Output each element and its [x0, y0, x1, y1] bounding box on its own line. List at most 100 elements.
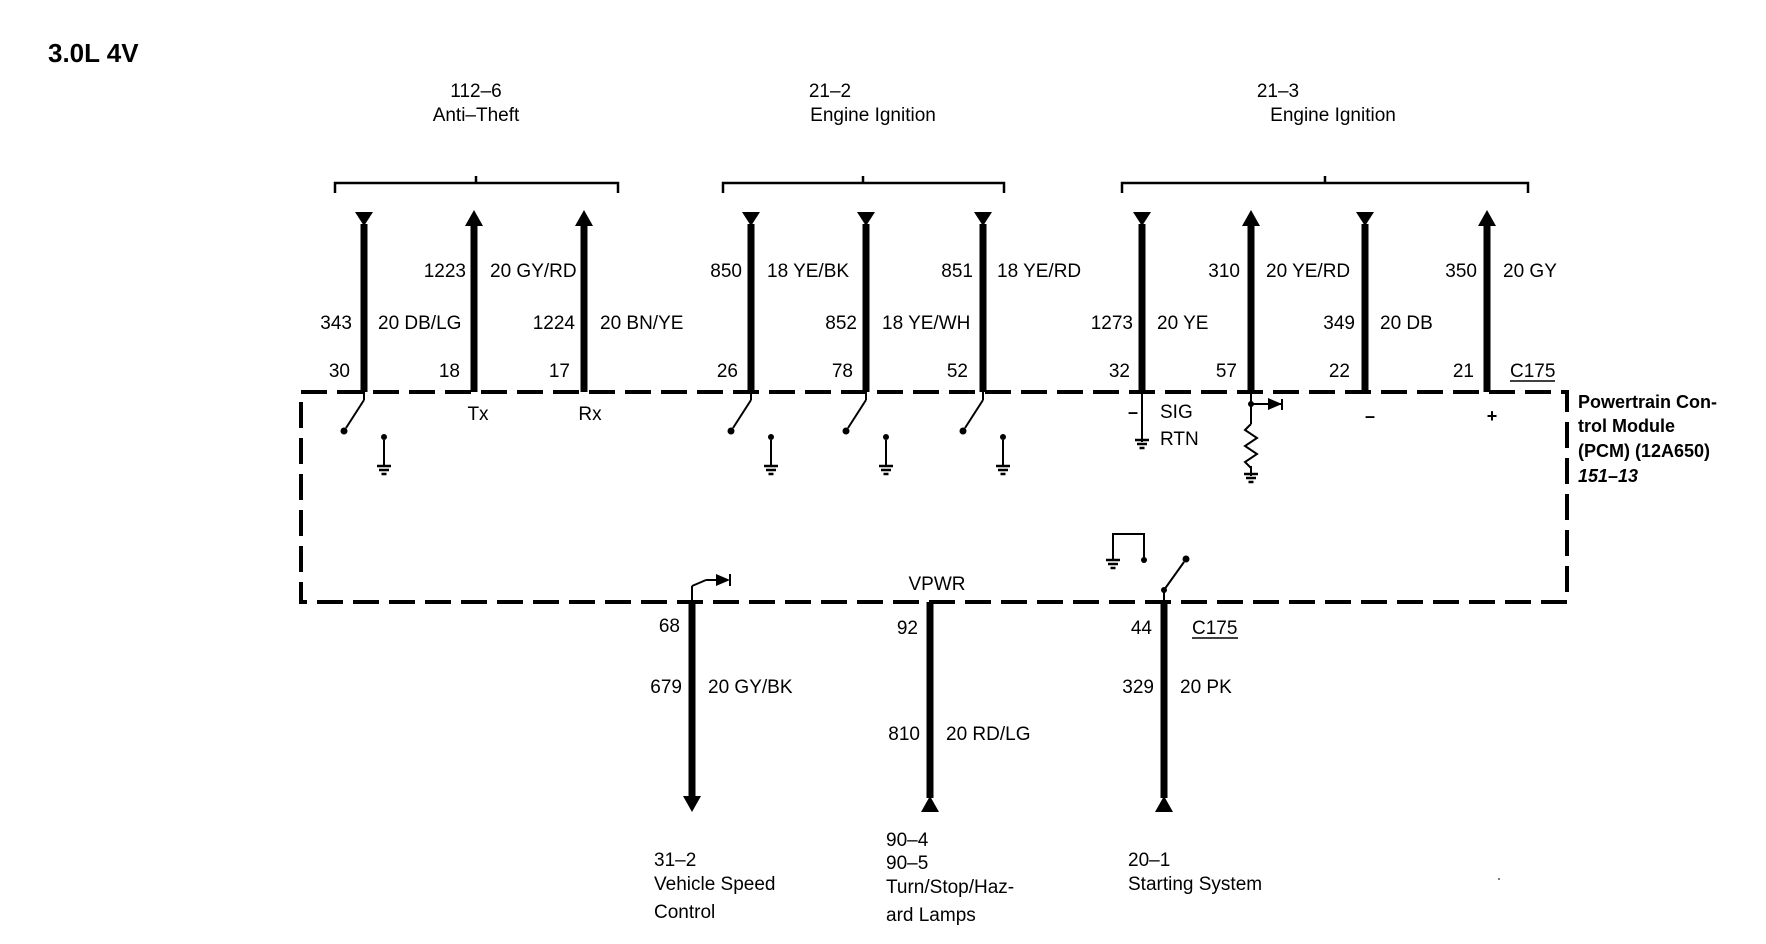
wire-850: 850 18 YE/BK 26	[710, 212, 849, 392]
dest-ref: 20–1	[1128, 850, 1170, 871]
circuit-number: 1224	[533, 313, 576, 334]
dest-name-line2: Control	[654, 902, 715, 923]
module-name-line1: Powertrain Con-	[1578, 392, 1717, 412]
arrow-out	[465, 210, 483, 226]
group-engine-ignition-2: 21–3 Engine Ignition	[1120, 81, 1530, 193]
wire-color: 20 YE	[1157, 313, 1208, 334]
module-name-line2: trol Module	[1578, 416, 1675, 436]
circuit-number: 350	[1445, 261, 1477, 282]
group-name: Anti–Theft	[433, 105, 520, 126]
pin-number: 57	[1216, 361, 1237, 382]
wire-350: 350 20 GY 21 +	[1445, 210, 1557, 426]
circuit-number: 679	[650, 677, 682, 698]
wire-color: 20 DB	[1380, 313, 1433, 334]
pin-number: 32	[1109, 361, 1130, 382]
circuit-number: 329	[1122, 677, 1154, 698]
switch-852	[842, 392, 895, 476]
wire-color: 18 YE/BK	[767, 261, 849, 282]
circuit-number: 1223	[424, 261, 466, 282]
switch-starting	[1104, 533, 1190, 602]
wire-679: 68 679 20 GY/BK 31–2 Vehicle Speed Contr…	[650, 602, 793, 923]
pin-number: 92	[897, 618, 918, 639]
group-ref: 21–2	[809, 81, 851, 102]
port-plus: +	[1487, 406, 1498, 426]
wire-color: 20 RD/LG	[946, 724, 1030, 745]
wire-852: 852 18 YE/WH 78	[825, 212, 970, 392]
dest-name-line2: ard Lamps	[886, 905, 976, 926]
module-name-line3: (PCM) (12A650)	[1578, 441, 1710, 461]
rtn-label: RTN	[1160, 429, 1199, 450]
pin-number: 22	[1329, 361, 1350, 382]
wire-343: 343 20 DB/LG 30	[320, 212, 461, 392]
engine-label: 3.0L 4V	[48, 38, 139, 68]
dest-name-line1: Vehicle Speed	[654, 874, 776, 895]
circuit-number: 343	[320, 313, 352, 334]
group-name: Engine Ignition	[810, 105, 936, 126]
wire-color: 20 BN/YE	[600, 313, 683, 334]
module-ref: 151–13	[1578, 466, 1638, 486]
vpwr-label: VPWR	[909, 574, 966, 595]
module-label: Powertrain Con- trol Module (PCM) (12A65…	[1578, 392, 1717, 486]
ground-icon	[375, 456, 393, 476]
wire-1273: 1273 20 YE 32	[1091, 212, 1208, 392]
ground-icon	[1104, 550, 1122, 570]
arrow-in	[974, 212, 992, 226]
group-anti-theft: 112–6 Anti–Theft	[333, 81, 620, 193]
port-minus: –	[1128, 402, 1138, 422]
group-ref: 112–6	[450, 81, 501, 102]
wire-color: 20 DB/LG	[378, 313, 461, 334]
dest-ref-1: 90–4	[886, 830, 929, 851]
wire-349: 349 20 DB 22 –	[1323, 212, 1433, 426]
arrow-in	[1133, 212, 1151, 226]
arrow-in	[1155, 796, 1173, 812]
pin-number: 52	[947, 361, 968, 382]
group-bracket	[333, 176, 620, 193]
ground-icon	[1133, 430, 1151, 450]
speck	[1498, 878, 1500, 880]
pullup-679	[691, 574, 731, 602]
pin-number: 44	[1131, 618, 1153, 639]
circuit-number: 810	[888, 724, 920, 745]
dest-ref-2: 90–5	[886, 853, 928, 874]
circuit-number: 349	[1323, 313, 1355, 334]
arrow-out	[1478, 210, 1496, 226]
wire-color: 18 YE/RD	[997, 261, 1081, 282]
arrow-out	[683, 796, 701, 812]
pin-number: 18	[439, 361, 460, 382]
pcm-boundary	[299, 390, 1569, 604]
wire-color: 20 GY	[1503, 261, 1557, 282]
resistor-310	[1242, 392, 1283, 484]
wire-1223: 1223 20 GY/RD 18 Tx	[424, 210, 577, 425]
resistor-icon	[1243, 423, 1259, 469]
arrow-in	[355, 212, 373, 226]
group-bracket	[721, 176, 1006, 193]
circuit-number: 852	[825, 313, 857, 334]
pin-number: 68	[659, 616, 680, 637]
arrow-in	[742, 212, 760, 226]
circuit-number: 851	[941, 261, 973, 282]
pin-number: 21	[1453, 361, 1474, 382]
wire-1224: 1224 20 BN/YE 17 Rx	[533, 210, 683, 425]
wire-color: 20 YE/RD	[1266, 261, 1350, 282]
wire-color: 20 GY/BK	[708, 677, 793, 698]
wire-329: 44 329 20 PK 20–1 Starting System	[1122, 602, 1262, 895]
group-name: Engine Ignition	[1270, 105, 1396, 126]
circuit-number: 1273	[1091, 313, 1133, 334]
arrow-out	[1242, 210, 1260, 226]
wire-color: 18 YE/WH	[882, 313, 970, 334]
arrow-in	[921, 796, 939, 812]
sensor-sig-rtn: – SIG RTN	[1128, 392, 1199, 450]
arrow-out	[575, 210, 593, 226]
pin-number: 78	[832, 361, 853, 382]
pin-number: 26	[717, 361, 738, 382]
connector-c175-bottom: C175	[1192, 618, 1237, 639]
wire-810: 92 810 20 RD/LG 90–4 90–5 Turn/Stop/Haz-…	[886, 602, 1030, 926]
ground-icon	[994, 456, 1012, 476]
port-minus: –	[1365, 406, 1375, 426]
arrow-in	[857, 212, 875, 226]
ground-icon	[877, 456, 895, 476]
group-bracket	[1120, 176, 1530, 193]
circuit-number: 310	[1208, 261, 1240, 282]
dest-name: Starting System	[1128, 874, 1262, 895]
